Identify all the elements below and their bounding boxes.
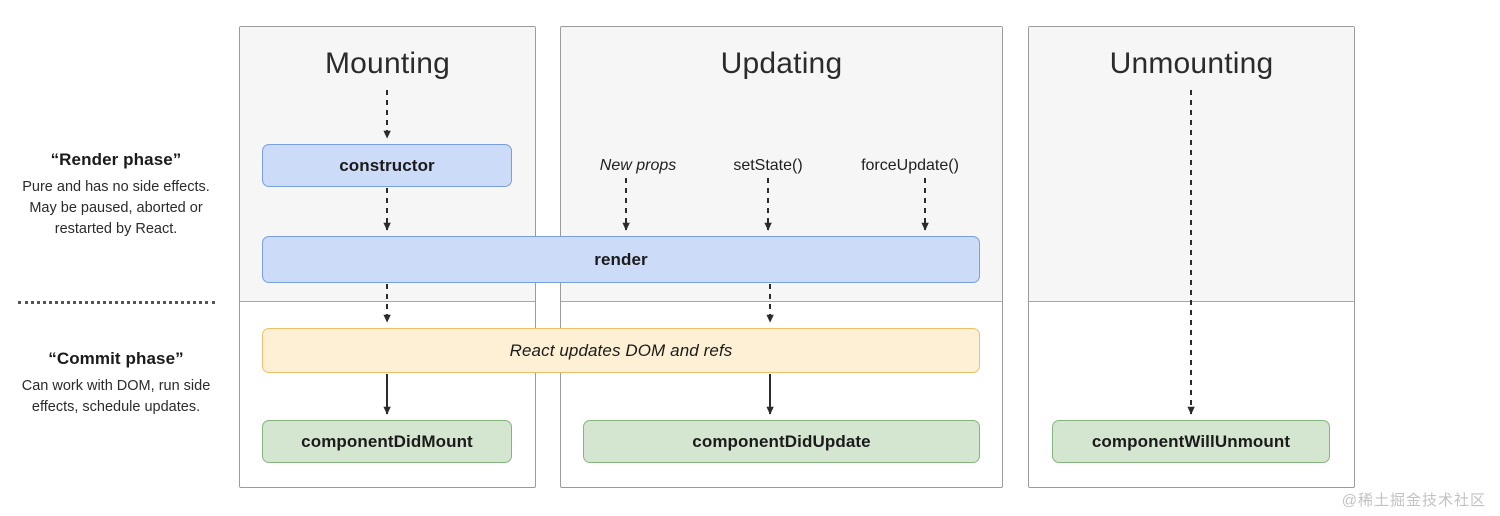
column-unmounting: Unmounting [1028, 26, 1355, 488]
trigger-label-force-update: forceUpdate() [861, 157, 959, 174]
watermark: @稀土掘金技术社区 [1341, 492, 1486, 509]
commit-phase-legend: “Commit phase” Can work with DOM, run si… [16, 349, 216, 418]
column-title-mounting: Mounting [324, 47, 450, 80]
render-phase-legend: “Render phase” Pure and has no side effe… [16, 150, 216, 240]
phase-separator-dotted-line [18, 301, 215, 304]
box-component-will-unmount[interactable]: componentWillUnmount [1052, 420, 1330, 463]
column-title-unmounting: Unmounting [1109, 47, 1274, 80]
trigger-label-set-state: setState() [733, 157, 803, 174]
trigger-label-new-props: New props [599, 157, 677, 174]
column-title-updating: Updating [720, 47, 843, 80]
render-phase-description: Pure and has no side effects. May be pau… [22, 179, 210, 238]
commit-phase-title: “Commit phase” [48, 349, 184, 368]
box-component-did-update[interactable]: componentDidUpdate [583, 420, 980, 463]
box-constructor[interactable]: constructor [262, 144, 512, 187]
box-react-updates-dom[interactable]: React updates DOM and refs [262, 328, 980, 373]
commit-phase-description: Can work with DOM, run side effects, sch… [21, 378, 211, 416]
render-phase-title: “Render phase” [50, 150, 182, 169]
box-render[interactable]: render [262, 236, 980, 283]
box-component-did-mount[interactable]: componentDidMount [262, 420, 512, 463]
